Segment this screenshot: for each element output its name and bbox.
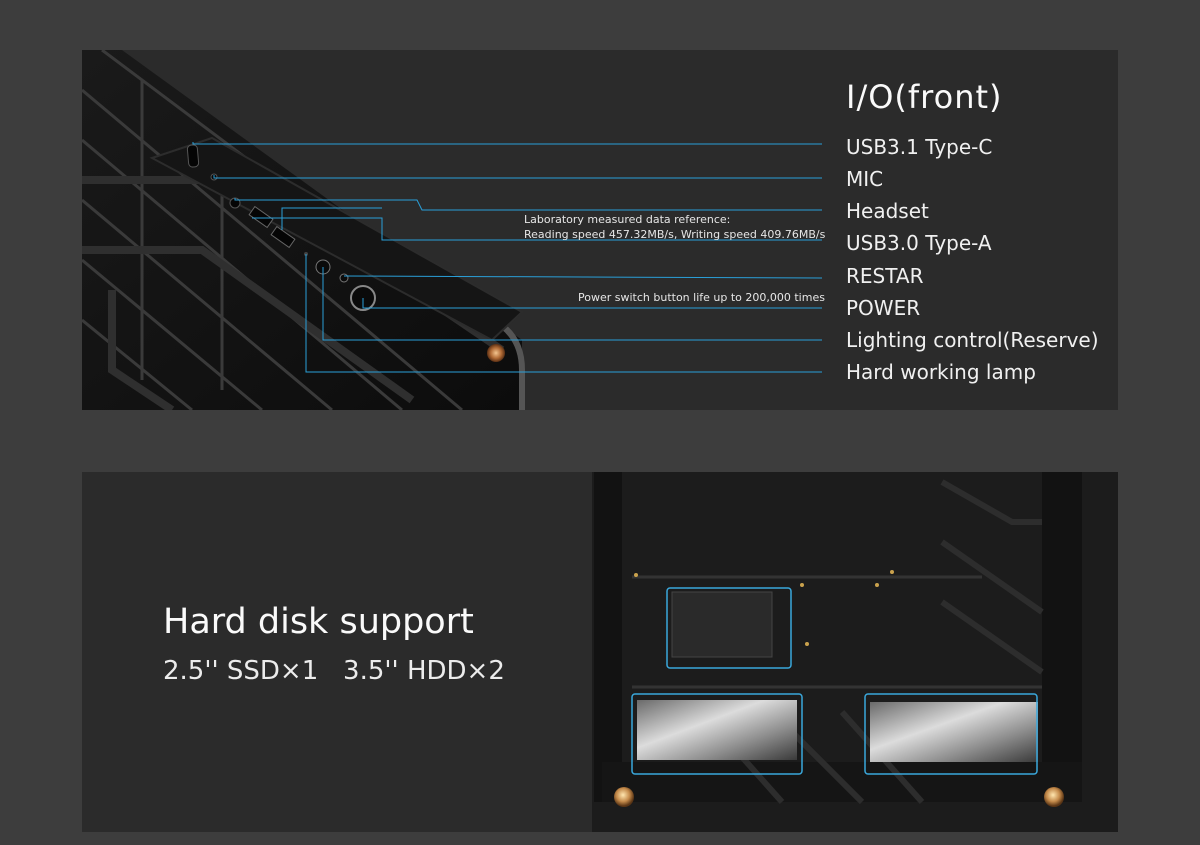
hdd-bay-left-highlight bbox=[631, 693, 803, 775]
callout-line-headset bbox=[234, 198, 822, 211]
port-label-lighting-control: Lighting control(Reserve) bbox=[846, 328, 1099, 352]
port-label-usb30-type-a: USB3.0 Type-A bbox=[846, 231, 992, 255]
power-button-note: Power switch button life up to 200,000 t… bbox=[578, 291, 825, 304]
drive-bay-photo bbox=[592, 472, 1118, 832]
port-label-hard-working-lamp: Hard working lamp bbox=[846, 360, 1036, 384]
io-section-title: I/O(front) bbox=[846, 78, 1003, 116]
callout-line-usb-c bbox=[192, 142, 822, 145]
usb-speed-note: Laboratory measured data reference: Read… bbox=[524, 212, 825, 242]
ssd-bay-highlight bbox=[666, 587, 792, 669]
callout-line-power bbox=[362, 298, 822, 309]
io-front-panel: I/O(front) USB3.1 Type-C MIC Headset USB… bbox=[82, 50, 1118, 410]
callout-line-lighting bbox=[322, 267, 822, 341]
hard-disk-panel: Hard disk support 2.5'' SSD×1 3.5'' HDD×… bbox=[82, 472, 1118, 832]
hdd-spec-text: 2.5'' SSD×1 3.5'' HDD×2 bbox=[163, 656, 505, 686]
hdd-bay-right-highlight bbox=[864, 693, 1038, 775]
usb-speed-note-line2: Reading speed 457.32MB/s, Writing speed … bbox=[524, 228, 826, 241]
usb-speed-note-line1: Laboratory measured data reference: bbox=[524, 213, 731, 226]
port-label-power: POWER bbox=[846, 296, 921, 320]
hdd-section-title: Hard disk support bbox=[163, 602, 474, 642]
port-label-usb31-type-c: USB3.1 Type-C bbox=[846, 135, 993, 159]
front-io-photo bbox=[82, 50, 823, 410]
port-label-restart: RESTAR bbox=[846, 264, 924, 288]
callout-line-lamp bbox=[305, 254, 822, 373]
port-label-headset: Headset bbox=[846, 199, 929, 223]
callout-line-usb-a-2 bbox=[281, 207, 382, 230]
callout-line-usb-a bbox=[252, 217, 822, 241]
callout-line-mic bbox=[213, 175, 822, 179]
port-label-mic: MIC bbox=[846, 167, 884, 191]
callout-line-restart bbox=[343, 275, 823, 279]
